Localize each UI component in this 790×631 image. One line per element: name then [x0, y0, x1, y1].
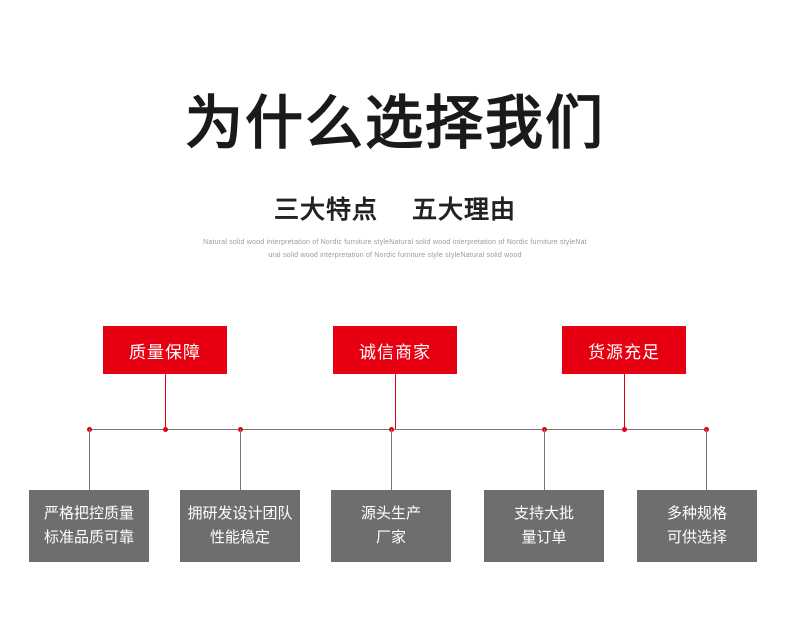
rail-node-2	[163, 427, 168, 432]
reason-box-2: 拥研发设计团队 性能稳定	[180, 490, 300, 562]
connector-reason-1	[89, 429, 90, 490]
description-line-1: Natural solid wood interpretation of Nor…	[203, 239, 587, 246]
connector-reason-5	[706, 429, 707, 490]
reason-box-5: 多种规格 可供选择	[637, 490, 757, 562]
reason-label: 拥研发设计团队 性能稳定	[187, 505, 293, 546]
description-text: Natural solid wood interpretation of Nor…	[0, 236, 790, 263]
reason-box-1: 严格把控质量 标准品质可靠	[29, 490, 149, 562]
reason-label: 支持大批 量订单	[513, 505, 574, 546]
feature-label: 质量保障	[129, 342, 201, 362]
subtitle-right: 五大理由	[412, 196, 517, 224]
connector-rail	[89, 429, 706, 430]
subtitle-left: 三大特点	[273, 196, 378, 224]
reason-box-3: 源头生产 厂家	[331, 490, 451, 562]
connector-reason-3	[391, 429, 392, 490]
reason-box-4: 支持大批 量订单	[484, 490, 604, 562]
feature-box-supply: 货源充足	[562, 326, 686, 374]
rail-node-6	[622, 427, 627, 432]
connector-feature-2	[395, 374, 396, 429]
reason-label: 多种规格 可供选择	[666, 505, 727, 546]
description-line-2: ural solid wood interpretation of Nordic…	[268, 252, 522, 260]
connector-reason-2	[240, 429, 241, 490]
feature-box-quality: 质量保障	[103, 326, 227, 374]
reason-label: 严格把控质量 标准品质可靠	[43, 505, 134, 546]
feature-label: 诚信商家	[359, 342, 431, 362]
connector-feature-1	[165, 374, 166, 429]
reason-label: 源头生产 厂家	[360, 505, 421, 546]
connector-feature-3	[624, 374, 625, 429]
feature-box-integrity: 诚信商家	[333, 326, 457, 374]
connector-reason-4	[544, 429, 545, 490]
page-title: 为什么选择我们	[184, 91, 605, 156]
feature-label: 货源充足	[588, 342, 660, 362]
subtitle: 三大特点 五大理由	[0, 190, 790, 226]
